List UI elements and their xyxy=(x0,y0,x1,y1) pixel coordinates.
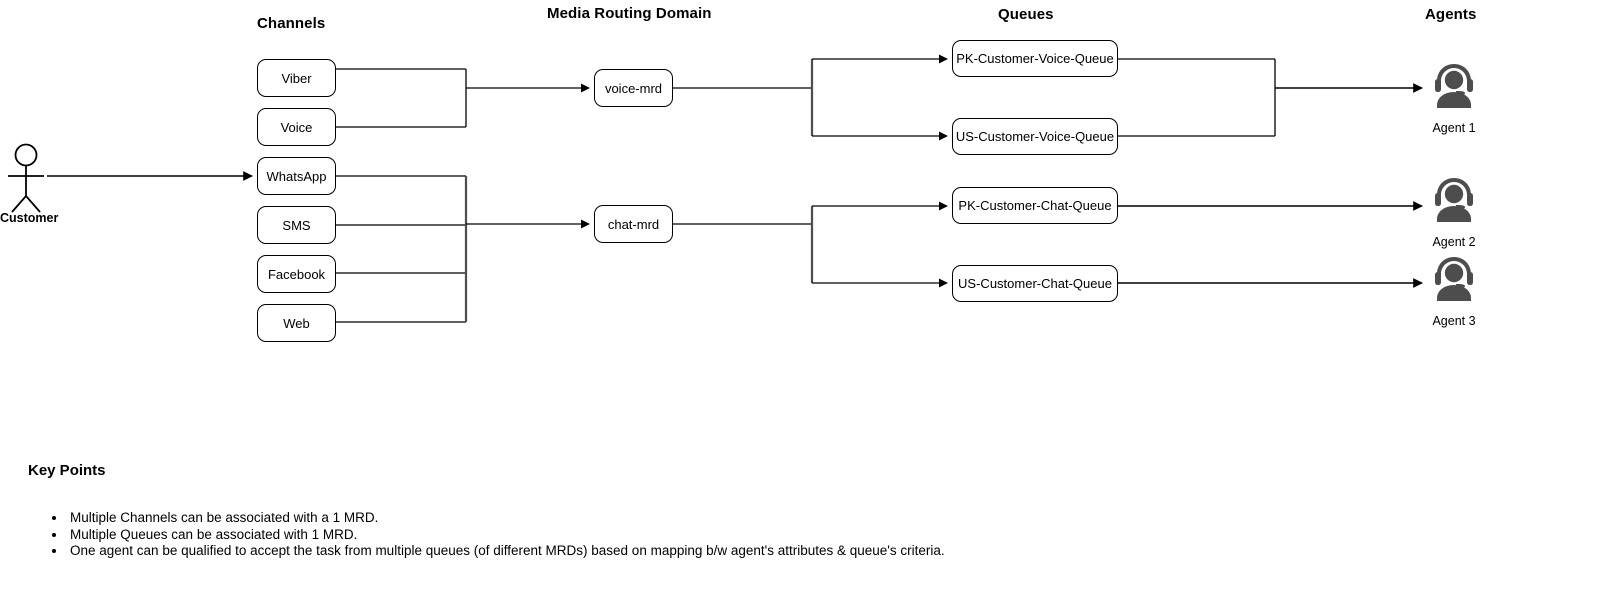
channel-box-sms[interactable]: SMS xyxy=(257,206,336,244)
agent-2[interactable]: Agent 2 xyxy=(1424,172,1484,249)
agent-1-label: Agent 1 xyxy=(1432,121,1476,135)
queue-box-pk-customer-chat-queue[interactable]: PK-Customer-Chat-Queue xyxy=(952,187,1118,224)
channel-box-viber[interactable]: Viber xyxy=(257,59,336,97)
agent-1[interactable]: Agent 1 xyxy=(1424,58,1484,135)
queue-box-pk-customer-voice-queue[interactable]: PK-Customer-Voice-Queue xyxy=(952,40,1118,77)
agent-headset-icon xyxy=(1435,178,1473,222)
customer-label: Customer xyxy=(0,211,59,225)
agent-headset-icon xyxy=(1435,257,1473,301)
key-points-title: Key Points xyxy=(28,462,106,479)
column-header-media-routing-domain: Media Routing Domain xyxy=(547,5,712,22)
agent-2-label: Agent 2 xyxy=(1432,235,1476,249)
channel-box-voice[interactable]: Voice xyxy=(257,108,336,146)
channel-box-facebook[interactable]: Facebook xyxy=(257,255,336,293)
key-point-item: One agent can be qualified to accept the… xyxy=(67,543,945,560)
agent-3[interactable]: Agent 3 xyxy=(1424,251,1484,328)
agent-3-label: Agent 3 xyxy=(1432,314,1476,328)
agent-headset-icon xyxy=(1435,64,1473,108)
channel-box-whatsapp[interactable]: WhatsApp xyxy=(257,157,336,195)
column-header-agents: Agents xyxy=(1425,6,1477,23)
key-points-list: Multiple Channels can be associated with… xyxy=(45,510,945,560)
key-point-item: Multiple Queues can be associated with 1… xyxy=(67,527,945,544)
key-point-item: Multiple Channels can be associated with… xyxy=(67,510,945,527)
queue-box-us-customer-chat-queue[interactable]: US-Customer-Chat-Queue xyxy=(952,265,1118,302)
mrd-box-voice-mrd[interactable]: voice-mrd xyxy=(594,69,673,107)
channel-box-web[interactable]: Web xyxy=(257,304,336,342)
queue-box-us-customer-voice-queue[interactable]: US-Customer-Voice-Queue xyxy=(952,118,1118,155)
column-header-queues: Queues xyxy=(998,6,1054,23)
column-header-channels: Channels xyxy=(257,15,326,32)
mrd-box-chat-mrd[interactable]: chat-mrd xyxy=(594,205,673,243)
customer-stick-figure xyxy=(8,143,44,213)
